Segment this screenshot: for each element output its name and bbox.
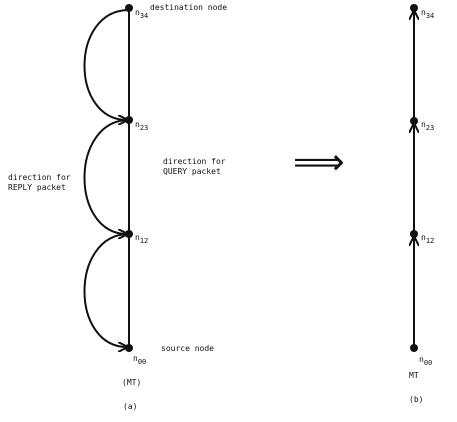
node-label-n23: n23 [421, 120, 434, 132]
node-n12 [125, 230, 133, 238]
tree-label-a: (MT) [122, 378, 141, 387]
reply-arc-n34-n23 [83, 9, 130, 120]
query-direction-label-line2: QUERY packet [163, 167, 221, 176]
node-n34 [125, 4, 133, 12]
destination-node-label: destination node [150, 3, 227, 12]
node-n23 [410, 117, 418, 125]
source-node-label: source node [161, 344, 214, 353]
reply-arc-n23-n12 [83, 119, 130, 234]
node-label-n34: n34 [135, 8, 148, 20]
reply-direction-label-line2: REPLY packet [8, 183, 66, 192]
node-n23 [125, 116, 133, 124]
node-label-n34: n34 [421, 8, 434, 20]
node-n12 [410, 230, 418, 238]
node-label-n12: n12 [135, 233, 148, 245]
diagram-a: n34 n23 n12 n00 destination node source … [8, 3, 227, 411]
diagram-b: n34 n23 n12 n00 MT (b) [409, 4, 434, 404]
node-label-n00: n00 [419, 355, 432, 367]
node-n34 [410, 4, 418, 12]
transform-arrow-icon: ⟹ [293, 142, 345, 183]
query-direction-label-line1: direction for [163, 157, 226, 166]
node-label-n23: n23 [135, 120, 148, 132]
node-label-n00: n00 [133, 354, 146, 366]
reply-direction-label-line1: direction for [8, 173, 71, 182]
caption-b: (b) [409, 395, 423, 404]
node-n00 [410, 344, 418, 352]
node-n00 [125, 344, 133, 352]
reply-arc-n12-n00 [83, 233, 130, 347]
caption-a: (a) [123, 402, 137, 411]
node-label-n12: n12 [421, 233, 434, 245]
tree-label-b: MT [409, 371, 419, 380]
